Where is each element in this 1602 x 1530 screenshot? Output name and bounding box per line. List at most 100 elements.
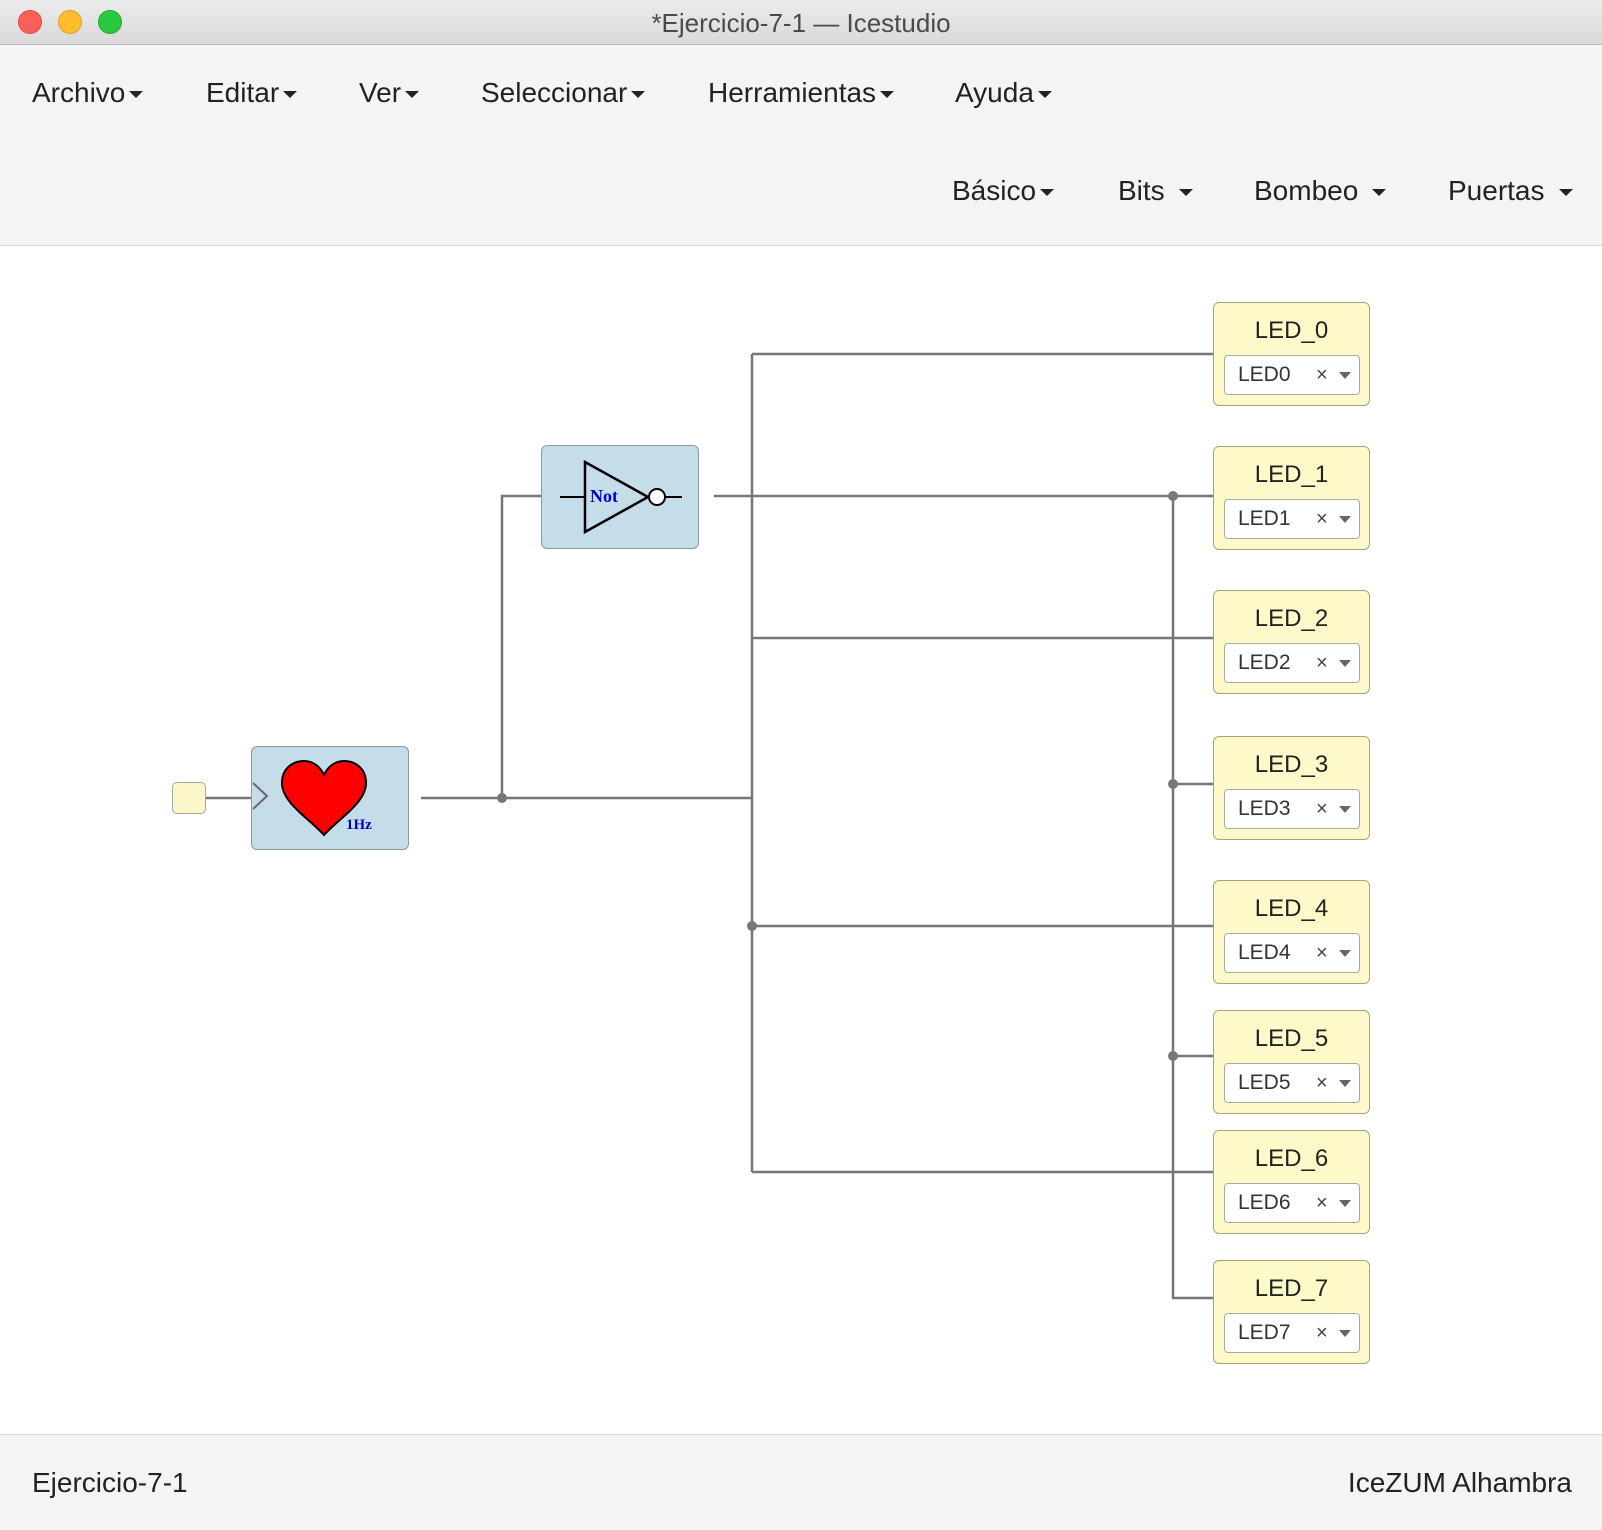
led-output-block[interactable]: LED_4 LED4 ×: [1213, 880, 1370, 984]
chevron-down-icon: [1037, 91, 1052, 99]
led-name: LED_6: [1254, 1145, 1329, 1172]
tool-menu-puertas[interactable]: Puertas: [1448, 175, 1573, 207]
menu-seleccionar[interactable]: Seleccionar: [481, 77, 646, 109]
chevron-down-icon: [631, 91, 646, 99]
tool-menu-label: Bits: [1118, 175, 1165, 206]
led-pin-select[interactable]: LED7 ×: [1224, 1313, 1360, 1353]
clear-icon[interactable]: ×: [1316, 942, 1328, 964]
led-name: LED_4: [1254, 895, 1329, 922]
status-bar: Ejercicio-7-1 IceZUM Alhambra: [0, 1434, 1602, 1530]
menu-ver[interactable]: Ver: [359, 77, 420, 109]
tool-menu-label: Básico: [952, 175, 1037, 206]
chevron-down-icon[interactable]: [1339, 1200, 1351, 1207]
led-output-block[interactable]: LED_0 LED0 ×: [1213, 302, 1370, 406]
led-pin-select[interactable]: LED4 ×: [1224, 933, 1360, 973]
tool-menu-label: Bombeo: [1254, 175, 1359, 206]
wire: [500, 494, 541, 798]
led-pin-select[interactable]: LED3 ×: [1224, 789, 1360, 829]
led-output-block[interactable]: LED_2 LED2 ×: [1213, 590, 1370, 694]
wire-junction: [1168, 779, 1178, 789]
wire-junction: [747, 921, 757, 931]
chevron-down-icon: [283, 91, 298, 99]
minimize-window-button[interactable]: [58, 10, 82, 34]
led-pin-select[interactable]: LED1 ×: [1224, 499, 1360, 539]
led-output-block[interactable]: LED_7 LED7 ×: [1213, 1260, 1370, 1364]
menu-editar[interactable]: Editar: [206, 77, 298, 109]
chevron-down-icon[interactable]: [1339, 950, 1351, 957]
menu-label: Archivo: [32, 77, 126, 108]
menu-label: Ver: [359, 77, 402, 108]
led-pin-select[interactable]: LED6 ×: [1224, 1183, 1360, 1223]
clear-icon[interactable]: ×: [1316, 798, 1328, 820]
design-canvas[interactable]: 1Hz Not LED_0 LED0 × LED_1 LED1 ×: [0, 246, 1602, 1434]
led-name: LED_1: [1254, 461, 1329, 488]
heart-icon: [252, 759, 368, 837]
clock-input-port[interactable]: [172, 782, 206, 814]
project-name: Ejercicio-7-1: [32, 1467, 188, 1498]
menu-archivo[interactable]: Archivo: [32, 77, 144, 109]
led-pin-value: LED2: [1238, 651, 1291, 674]
wires-layer: [206, 352, 1213, 1300]
maximize-window-button[interactable]: [98, 10, 122, 34]
led-name: LED_7: [1254, 1275, 1329, 1302]
clear-icon[interactable]: ×: [1316, 1072, 1328, 1094]
clear-icon[interactable]: ×: [1316, 364, 1328, 386]
led-name: LED_2: [1254, 605, 1329, 632]
chevron-down-icon[interactable]: [1339, 516, 1351, 523]
chevron-down-icon: [129, 91, 144, 99]
title-bar: *Ejercicio-7-1 — Icestudio: [0, 0, 1602, 45]
led-pin-select[interactable]: LED5 ×: [1224, 1063, 1360, 1103]
window-title: *Ejercicio-7-1 — Icestudio: [651, 8, 951, 38]
wire-junction: [1168, 1051, 1178, 1061]
led-output-block[interactable]: LED_1 LED1 ×: [1213, 446, 1370, 550]
led-pin-value: LED1: [1238, 507, 1291, 530]
led-pin-select[interactable]: LED0 ×: [1224, 355, 1360, 395]
led-output-block[interactable]: LED_5 LED5 ×: [1213, 1010, 1370, 1114]
led-name: LED_3: [1254, 751, 1329, 778]
menu-label: Herramientas: [708, 77, 877, 108]
clear-icon[interactable]: ×: [1316, 652, 1328, 674]
menu-label: Editar: [206, 77, 280, 108]
menu-label: Seleccionar: [481, 77, 628, 108]
chevron-down-icon: [1372, 189, 1387, 197]
led-output-block[interactable]: LED_6 LED6 ×: [1213, 1130, 1370, 1234]
not-gate-icon: [560, 459, 682, 535]
chevron-down-icon: [1558, 189, 1573, 197]
chevron-down-icon[interactable]: [1339, 806, 1351, 813]
chevron-down-icon: [880, 91, 895, 99]
clear-icon[interactable]: ×: [1316, 1192, 1328, 1214]
not-gate-block[interactable]: Not: [541, 445, 699, 549]
menu-ayuda[interactable]: Ayuda: [955, 77, 1052, 109]
board-name[interactable]: IceZUM Alhambra: [1347, 1467, 1572, 1498]
tool-menu-label: Puertas: [1448, 175, 1545, 206]
close-window-button[interactable]: [18, 10, 42, 34]
menu-label: Ayuda: [955, 77, 1034, 108]
led-pin-value: LED5: [1238, 1071, 1291, 1094]
chevron-down-icon[interactable]: [1339, 1080, 1351, 1087]
menu-bar: Archivo Editar Ver Seleccionar Herramien…: [0, 45, 1602, 246]
heartbeat-block[interactable]: 1Hz: [251, 746, 409, 850]
wire-junction: [497, 793, 507, 803]
wire-junction: [1168, 491, 1178, 501]
led-name: LED_0: [1254, 317, 1329, 344]
tool-menu-basico[interactable]: Básico: [952, 175, 1055, 207]
tool-menu-bits[interactable]: Bits: [1118, 175, 1193, 207]
chevron-down-icon: [1178, 189, 1193, 197]
tool-menu-bombeo[interactable]: Bombeo: [1254, 175, 1387, 207]
chevron-down-icon[interactable]: [1339, 372, 1351, 379]
led-output-block[interactable]: LED_3 LED3 ×: [1213, 736, 1370, 840]
chevron-down-icon[interactable]: [1339, 660, 1351, 667]
chevron-down-icon: [405, 91, 420, 99]
clear-icon[interactable]: ×: [1316, 508, 1328, 530]
menu-herramientas[interactable]: Herramientas: [708, 77, 895, 109]
chevron-down-icon[interactable]: [1339, 1330, 1351, 1337]
led-pin-select[interactable]: LED2 ×: [1224, 643, 1360, 683]
led-name: LED_5: [1254, 1025, 1329, 1052]
not-gate-label: Not: [590, 486, 618, 506]
led-pin-value: LED4: [1238, 941, 1291, 964]
clear-icon[interactable]: ×: [1316, 1322, 1328, 1344]
wire: [1171, 496, 1213, 1300]
chevron-down-icon: [1040, 189, 1055, 197]
frequency-label: 1Hz: [346, 817, 372, 833]
